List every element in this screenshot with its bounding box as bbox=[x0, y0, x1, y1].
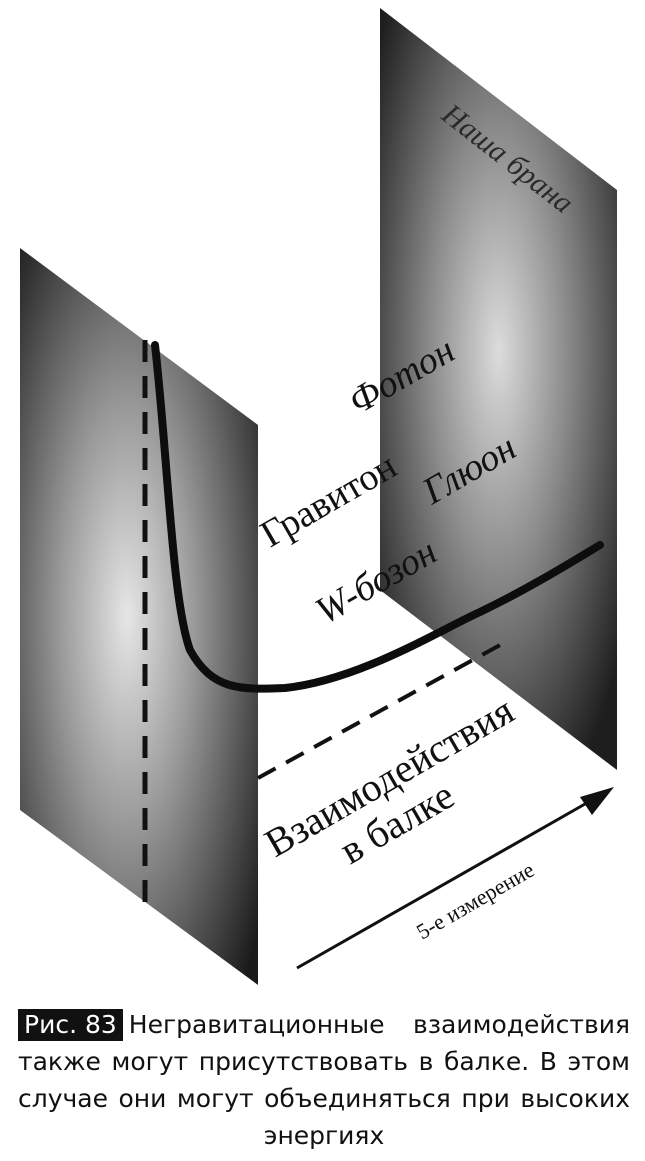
caption-text: Негравитационные взаимодействия также мо… bbox=[18, 1010, 630, 1150]
figure-number-badge: Рис. 83 bbox=[18, 1009, 123, 1041]
fifth-dimension-axis bbox=[296, 798, 593, 970]
arrow-head-icon bbox=[580, 787, 614, 815]
near-brane bbox=[20, 248, 258, 985]
brane-diagram: Наша брана Фотон Гравитон Глюон W-бозон … bbox=[20, 8, 617, 985]
fifth-dimension-label: 5-е измерение bbox=[412, 857, 538, 944]
dashed-line-bulk bbox=[257, 643, 501, 780]
graviton-string bbox=[151, 341, 604, 693]
far-brane bbox=[380, 8, 617, 770]
